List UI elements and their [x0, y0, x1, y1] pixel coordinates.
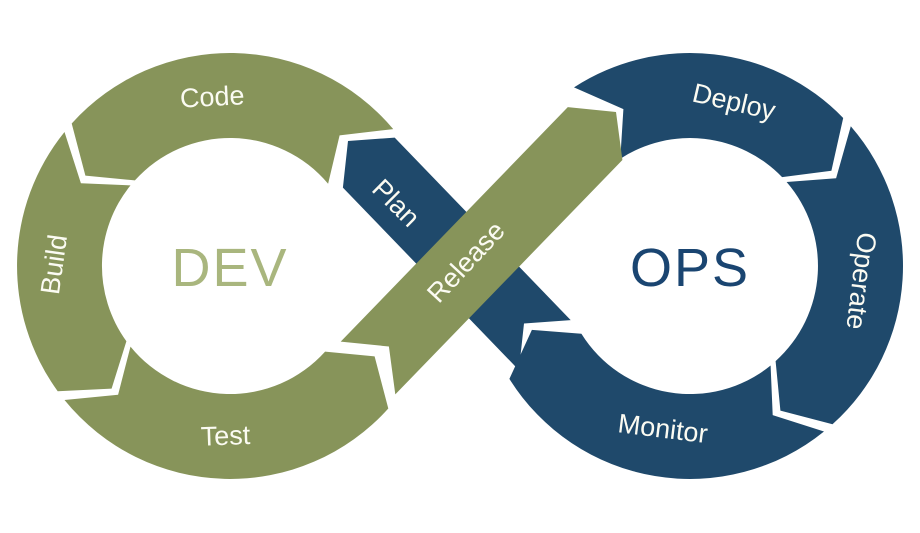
test-segment	[64, 346, 389, 479]
monitor-segment	[509, 329, 824, 479]
code-segment	[71, 52, 394, 184]
code-label: Code	[179, 80, 245, 113]
dev-center-label: DEV	[171, 238, 288, 298]
ops-center-label: OPS	[630, 238, 750, 298]
deploy-segment	[574, 53, 844, 178]
build-segment	[17, 132, 131, 392]
test-label: Test	[200, 420, 251, 452]
operate-segment	[775, 126, 904, 425]
release-band	[340, 107, 623, 395]
